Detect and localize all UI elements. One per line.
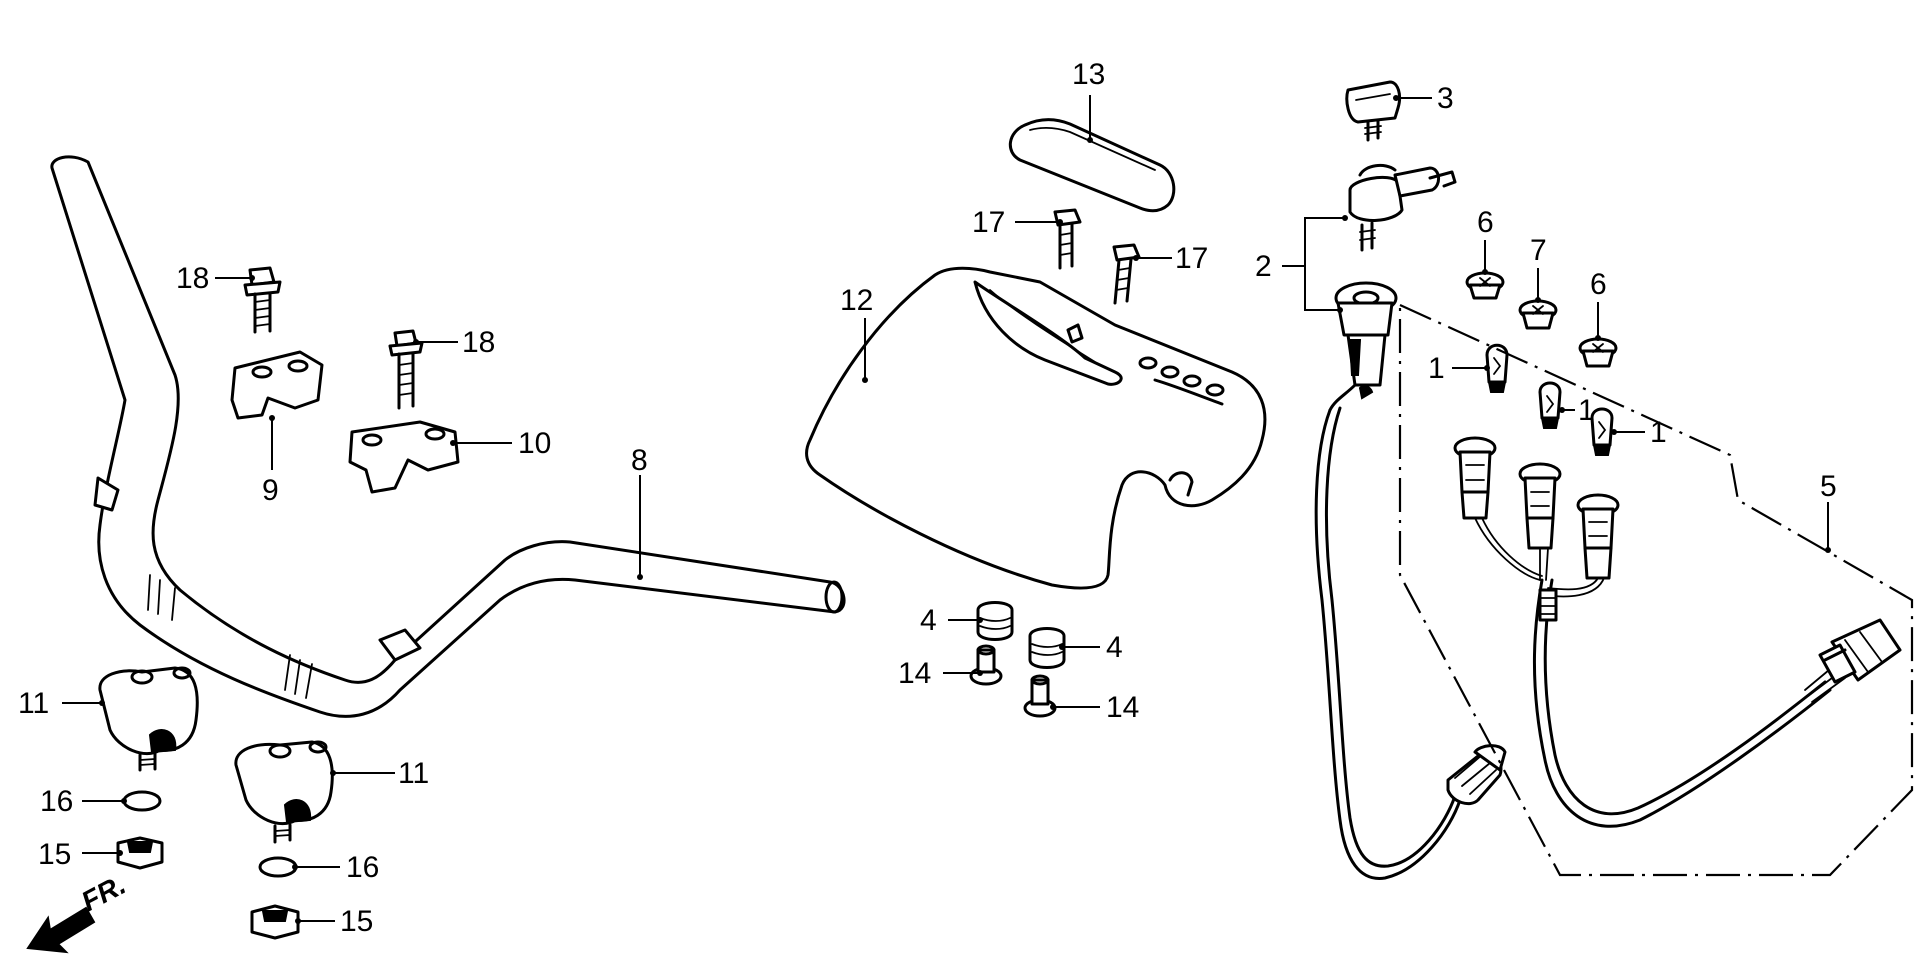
callout-15-a: 15 [38,838,71,871]
callout-16-a: 16 [40,785,73,818]
callout-14-a: 14 [898,657,931,690]
callout-11-a: 11 [18,687,49,720]
lower-holder-11-b [234,740,334,844]
harness-assembly-outline [1398,303,1914,877]
callout-8: 8 [631,444,648,477]
socket-cap-6-a [1465,271,1505,300]
leader-lines [62,95,1831,924]
lower-holder-11-a [98,666,199,772]
callout-4-b: 4 [1106,631,1123,664]
socket-cap-7 [1518,299,1558,330]
callout-18-a: 18 [176,262,209,295]
callout-3: 3 [1437,82,1454,115]
callout-4-a: 4 [920,604,937,637]
harness-socket-b [1518,462,1562,550]
front-direction-arrow: FR. [26,869,131,954]
callout-13: 13 [1072,58,1105,91]
callout-6-a: 6 [1477,206,1494,239]
callout-6-b: 6 [1590,268,1607,301]
callout-1-b: 1 [1578,394,1595,427]
ignition-switch [1328,281,1398,412]
grommet-4-a [976,601,1014,641]
harness-connector [1818,618,1902,684]
callout-1-a: 1 [1428,352,1445,385]
callout-5: 5 [1820,470,1837,503]
upper-holder-9 [230,350,324,420]
washer-16-b [258,856,298,878]
harness-socket-c [1576,493,1620,580]
collar-14-b [1023,674,1057,718]
meter-cover [805,266,1267,590]
harness-socket-a [1453,436,1497,520]
screw-17-a [1053,208,1082,270]
handlebar [50,155,846,718]
grommet-4-b [1028,627,1066,669]
key-set-2 [1348,163,1457,252]
nut-15-b [250,904,300,940]
callout-16-b: 16 [346,851,379,884]
meter-cap [1009,118,1176,213]
callout-18-b: 18 [462,326,495,359]
collar-14-a [969,644,1003,686]
nut-15-a [116,836,164,870]
key-3 [1345,80,1402,142]
callout-11-b: 11 [398,757,429,790]
bulb-1-c [1590,407,1614,456]
callout-2: 2 [1255,250,1272,283]
wire-harness [1314,406,1902,880]
callout-numbers: 18 18 9 10 8 11 11 16 15 16 15 12 13 17 … [18,58,1837,938]
socket-cap-6-b [1578,337,1618,368]
screw-17-b [1112,243,1141,305]
callout-10: 10 [518,427,551,460]
callout-7: 7 [1530,234,1547,267]
washer-16-a [122,790,162,812]
callout-14-b: 14 [1106,691,1139,724]
callout-15-b: 15 [340,905,373,938]
callout-9: 9 [262,474,279,507]
callout-12: 12 [840,284,873,317]
upper-holder-10 [348,420,460,494]
bulb-1-a [1485,343,1509,393]
callout-17-b: 17 [1175,242,1208,275]
bulb-1-b [1538,381,1562,429]
callout-1-c: 1 [1650,416,1667,449]
callout-17-a: 17 [972,206,1005,239]
